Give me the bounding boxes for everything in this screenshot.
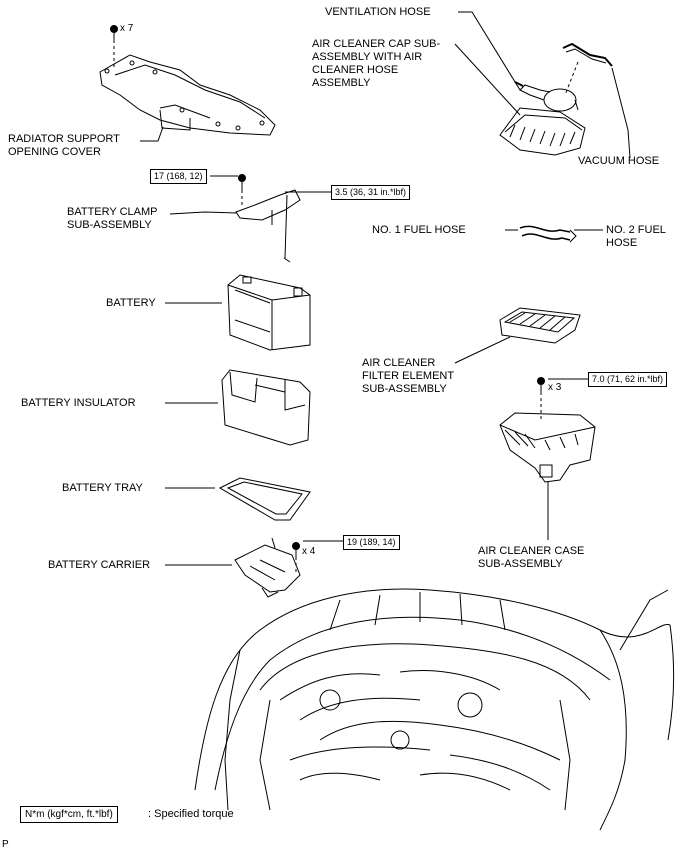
label-battery-clamp: BATTERY CLAMP SUB-ASSEMBLY xyxy=(67,206,158,231)
corner-mark: P xyxy=(2,839,9,850)
battery-part xyxy=(227,274,311,351)
radiator-support-cover-part xyxy=(99,54,276,136)
qty-case-bolts: x 3 xyxy=(548,382,562,393)
torque-carrier-bolt: 19 (189, 14) xyxy=(343,535,400,550)
air-filter-part xyxy=(499,307,581,344)
label-battery: BATTERY xyxy=(106,297,156,309)
cover-clip-icon xyxy=(110,25,118,70)
label-air-filter: AIR CLEANER FILTER ELEMENT SUB-ASSEMBLY xyxy=(362,357,455,395)
label-battery-tray: BATTERY TRAY xyxy=(62,482,143,494)
torque-clamp-bolt: 17 (168, 12) xyxy=(150,169,207,184)
qty-cover-clips: x 7 xyxy=(120,23,134,34)
fuel-hose-part xyxy=(519,225,577,243)
torque-clamp-rod: 3.5 (36, 31 in.*lbf) xyxy=(331,185,411,200)
clamp-bolt-icon xyxy=(238,174,246,208)
battery-carrier-part xyxy=(234,537,301,598)
label-vacuum-hose: VACUUM HOSE xyxy=(578,155,660,167)
air-cleaner-cap-part xyxy=(499,61,586,156)
legend-torque-text: : Specified torque xyxy=(148,808,234,820)
qty-carrier-bolts: x 4 xyxy=(302,546,316,557)
vacuum-hose-part xyxy=(562,42,613,67)
label-air-cleaner-case: AIR CLEANER CASE SUB-ASSEMBLY xyxy=(478,545,585,570)
legend-torque-unit: N*m (kgf*cm, ft.*lbf) xyxy=(20,806,118,823)
label-no1-fuel-hose: NO. 1 FUEL HOSE xyxy=(372,224,466,236)
label-no2-fuel-hose: NO. 2 FUEL HOSE xyxy=(606,224,666,249)
air-cleaner-case-part xyxy=(499,412,596,483)
case-bolt-icon xyxy=(537,377,545,420)
vehicle-engine-bay xyxy=(194,588,675,831)
label-radiator-cover: RADIATOR SUPPORT OPENING COVER xyxy=(8,133,120,158)
label-battery-insulator: BATTERY INSULATOR xyxy=(21,397,136,409)
label-battery-carrier: BATTERY CARRIER xyxy=(48,559,151,571)
battery-insulator-part xyxy=(221,369,311,446)
carrier-bolt-icon xyxy=(292,542,300,575)
battery-clamp-part xyxy=(235,189,301,263)
label-air-cleaner-cap: AIR CLEANER CAP SUB- ASSEMBLY WITH AIR C… xyxy=(312,38,441,89)
torque-case-bolt: 7.0 (71, 62 in.*lbf) xyxy=(588,372,668,387)
battery-tray-part xyxy=(218,477,311,521)
label-ventilation-hose: VENTILATION HOSE xyxy=(325,6,431,18)
